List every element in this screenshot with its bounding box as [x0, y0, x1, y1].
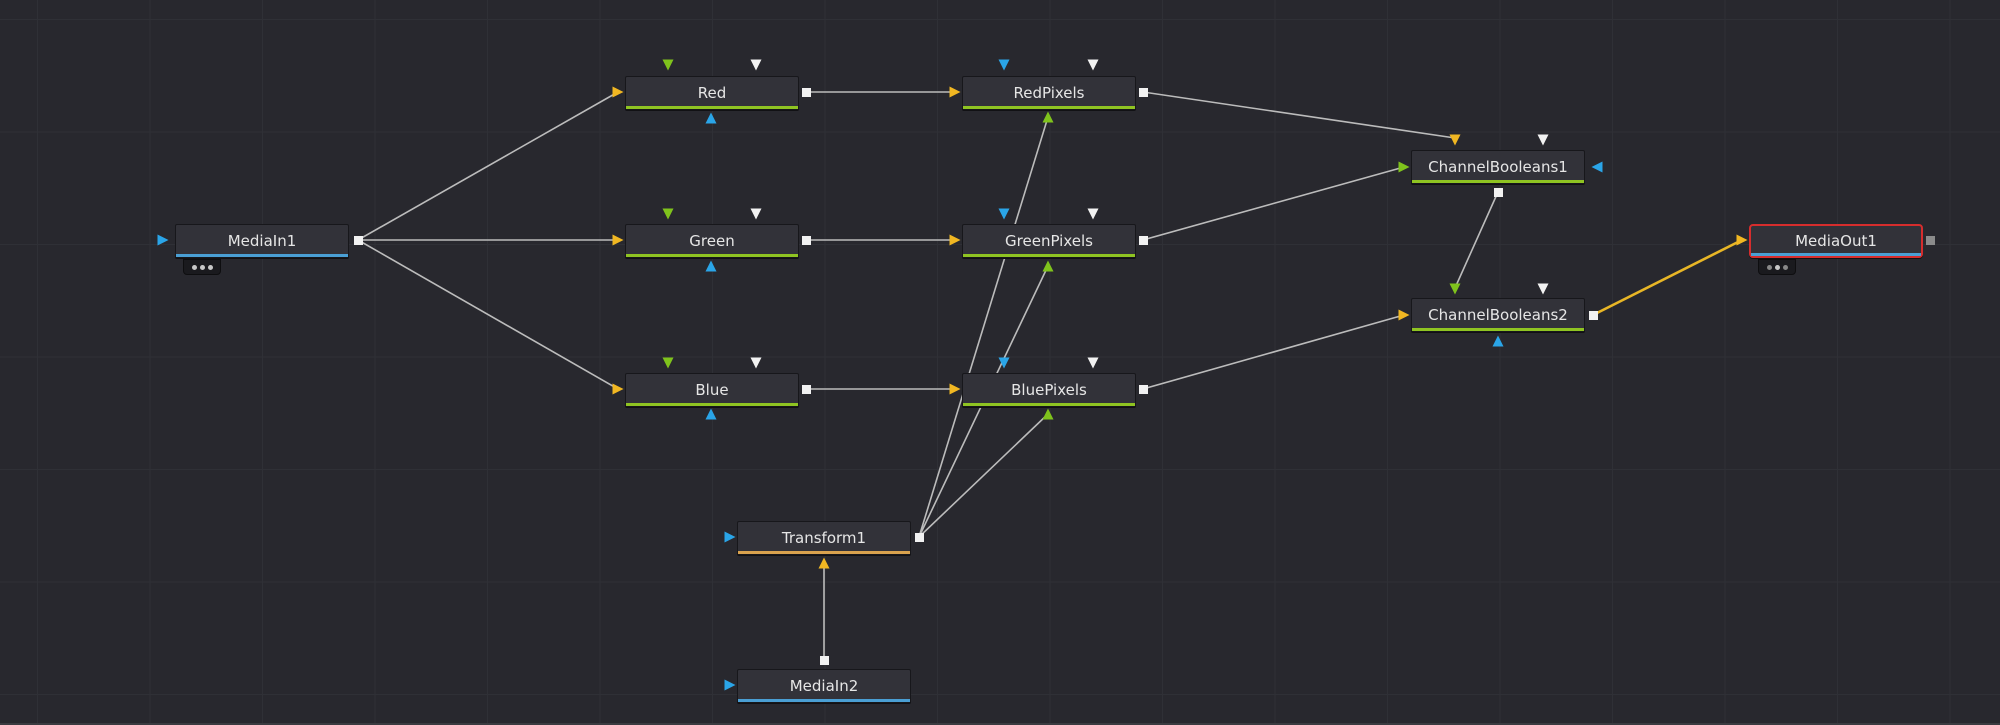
node-greenpixels[interactable]: GreenPixels: [962, 224, 1136, 258]
node-label: GreenPixels: [1005, 232, 1093, 250]
input-port-triangle[interactable]: [724, 531, 736, 543]
output-port-square[interactable]: [1494, 188, 1503, 197]
input-port-triangle[interactable]: [1087, 357, 1099, 369]
connection-wire: [1142, 91, 1456, 139]
output-port-square[interactable]: [354, 236, 363, 245]
node-bluepixels[interactable]: BluePixels: [962, 373, 1136, 407]
input-port-triangle[interactable]: [1449, 283, 1461, 295]
input-port-triangle[interactable]: [1537, 283, 1549, 295]
node-stripe: [738, 551, 910, 554]
node-label: RedPixels: [1013, 84, 1085, 102]
node-stripe: [626, 403, 798, 406]
connection-wire: [918, 116, 1049, 538]
node-stripe: [963, 403, 1135, 406]
output-port-square[interactable]: [820, 656, 829, 665]
input-port-triangle[interactable]: [1087, 208, 1099, 220]
node-label: MediaOut1: [1795, 232, 1877, 250]
input-port-triangle[interactable]: [949, 234, 961, 246]
node-redpixels[interactable]: RedPixels: [962, 76, 1136, 110]
node-mediain2[interactable]: MediaIn2: [737, 669, 911, 703]
output-port-square[interactable]: [915, 533, 924, 542]
output-port-square[interactable]: [802, 385, 811, 394]
input-port-triangle[interactable]: [612, 234, 624, 246]
input-port-triangle[interactable]: [705, 112, 717, 124]
node-stripe: [1751, 253, 1921, 256]
input-port-triangle[interactable]: [949, 383, 961, 395]
input-port-triangle[interactable]: [1736, 234, 1748, 246]
input-port-triangle[interactable]: [1492, 335, 1504, 347]
node-stripe: [626, 254, 798, 257]
input-port-triangle[interactable]: [998, 208, 1010, 220]
output-port-square[interactable]: [802, 88, 811, 97]
node-label: BluePixels: [1011, 381, 1087, 399]
input-port-triangle[interactable]: [1042, 408, 1054, 420]
connection-wire: [1142, 166, 1405, 241]
input-port-triangle[interactable]: [157, 234, 169, 246]
input-port-triangle[interactable]: [750, 357, 762, 369]
node-channelbooleans1[interactable]: ChannelBooleans1: [1411, 150, 1585, 184]
input-port-triangle[interactable]: [1042, 111, 1054, 123]
input-port-triangle[interactable]: [612, 86, 624, 98]
node-stripe: [176, 254, 348, 257]
input-port-triangle[interactable]: [1398, 161, 1410, 173]
node-stripe: [963, 106, 1135, 109]
input-port-triangle[interactable]: [1042, 260, 1054, 272]
node-label: MediaIn2: [789, 677, 859, 695]
connection-wire: [1142, 314, 1405, 390]
node-mediain1[interactable]: MediaIn1: [175, 224, 349, 258]
connection-wire: [1592, 238, 1743, 317]
output-port-square[interactable]: [1589, 311, 1598, 320]
node-stripe: [1412, 180, 1584, 183]
connection-wire: [357, 239, 619, 390]
input-port-triangle[interactable]: [662, 59, 674, 71]
node-channelbooleans2[interactable]: ChannelBooleans2: [1411, 298, 1585, 332]
node-red[interactable]: Red: [625, 76, 799, 110]
input-port-triangle[interactable]: [750, 59, 762, 71]
input-port-triangle[interactable]: [998, 357, 1010, 369]
node-stripe: [738, 699, 910, 702]
node-stripe: [963, 254, 1135, 257]
output-port-square[interactable]: [1139, 88, 1148, 97]
node-mediaout1[interactable]: MediaOut1: [1749, 224, 1923, 258]
connection-wire: [357, 91, 619, 241]
node-label: Green: [689, 232, 735, 250]
input-port-triangle[interactable]: [705, 408, 717, 420]
input-port-triangle[interactable]: [662, 208, 674, 220]
connection-wire: [918, 413, 1049, 538]
node-transform1[interactable]: Transform1: [737, 521, 911, 555]
node-stripe: [1412, 328, 1584, 331]
input-port-triangle[interactable]: [949, 86, 961, 98]
input-port-triangle[interactable]: [662, 357, 674, 369]
input-port-triangle[interactable]: [612, 383, 624, 395]
node-stripe: [626, 106, 798, 109]
cache-indicator: [183, 259, 221, 275]
output-port-square[interactable]: [1926, 236, 1935, 245]
input-port-triangle[interactable]: [1591, 161, 1603, 173]
node-green[interactable]: Green: [625, 224, 799, 258]
node-label: Transform1: [781, 529, 867, 547]
output-port-square[interactable]: [1139, 385, 1148, 394]
input-port-triangle[interactable]: [1449, 134, 1461, 146]
node-label: ChannelBooleans1: [1428, 158, 1568, 176]
input-port-triangle[interactable]: [724, 679, 736, 691]
input-port-triangle[interactable]: [1398, 309, 1410, 321]
node-label: Blue: [695, 381, 729, 399]
node-blue[interactable]: Blue: [625, 373, 799, 407]
node-label: Red: [697, 84, 727, 102]
input-port-triangle[interactable]: [750, 208, 762, 220]
connection-wire: [1454, 191, 1499, 289]
node-label: ChannelBooleans2: [1428, 306, 1568, 324]
input-port-triangle[interactable]: [998, 59, 1010, 71]
output-port-square[interactable]: [1139, 236, 1148, 245]
input-port-triangle[interactable]: [705, 260, 717, 272]
output-port-square[interactable]: [802, 236, 811, 245]
node-label: MediaIn1: [227, 232, 297, 250]
input-port-triangle[interactable]: [818, 557, 830, 569]
cache-indicator: [1758, 259, 1796, 275]
input-port-triangle[interactable]: [1087, 59, 1099, 71]
input-port-triangle[interactable]: [1537, 134, 1549, 146]
